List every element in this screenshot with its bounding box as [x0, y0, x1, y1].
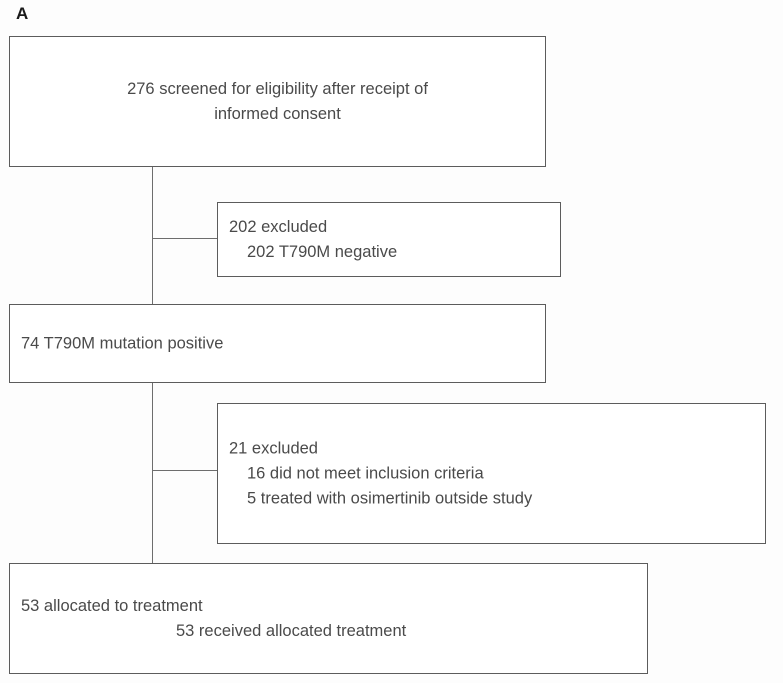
connector-screened-to-positive — [152, 166, 153, 305]
node-allocated-text: 53 allocated to treatment 53 received all… — [10, 594, 647, 644]
node-excluded-t790m-text: 202 excluded 202 T790M negative — [218, 215, 560, 265]
node-allocated: 53 allocated to treatment 53 received all… — [9, 563, 648, 674]
node-allocated-line1: 53 allocated to treatment — [21, 596, 203, 615]
node-mutation-positive-text: 74 T790M mutation positive — [10, 331, 545, 356]
node-excluded-other-text: 21 excluded 16 did not meet inclusion cri… — [218, 436, 765, 511]
node-excluded-other: 21 excluded 16 did not meet inclusion cri… — [217, 403, 766, 544]
connector-branch-excluded-other — [152, 470, 218, 471]
node-screened-line2: informed consent — [214, 104, 341, 123]
panel-label-a: A — [16, 4, 29, 23]
node-excluded-t790m-line2: 202 T790M negative — [247, 242, 398, 261]
node-screened-line1: 276 screened for eligibility after recei… — [127, 79, 428, 98]
connector-positive-to-allocated — [152, 382, 153, 564]
node-mutation-positive: 74 T790M mutation positive — [9, 304, 546, 383]
connector-branch-excluded-t790m — [152, 238, 218, 239]
node-allocated-line2: 53 received allocated treatment — [176, 621, 407, 640]
node-excluded-t790m: 202 excluded 202 T790M negative — [217, 202, 561, 277]
node-excluded-other-line3: 5 treated with osimertinib outside study — [247, 489, 533, 507]
node-screened: 276 screened for eligibility after recei… — [9, 36, 546, 167]
node-excluded-other-line2: 16 did not meet inclusion criteria — [247, 464, 484, 482]
node-excluded-other-line1: 21 excluded — [229, 439, 318, 457]
node-mutation-positive-line1: 74 T790M mutation positive — [21, 334, 224, 352]
node-screened-text: 276 screened for eligibility after recei… — [10, 77, 545, 127]
node-excluded-t790m-line1: 202 excluded — [229, 217, 328, 236]
